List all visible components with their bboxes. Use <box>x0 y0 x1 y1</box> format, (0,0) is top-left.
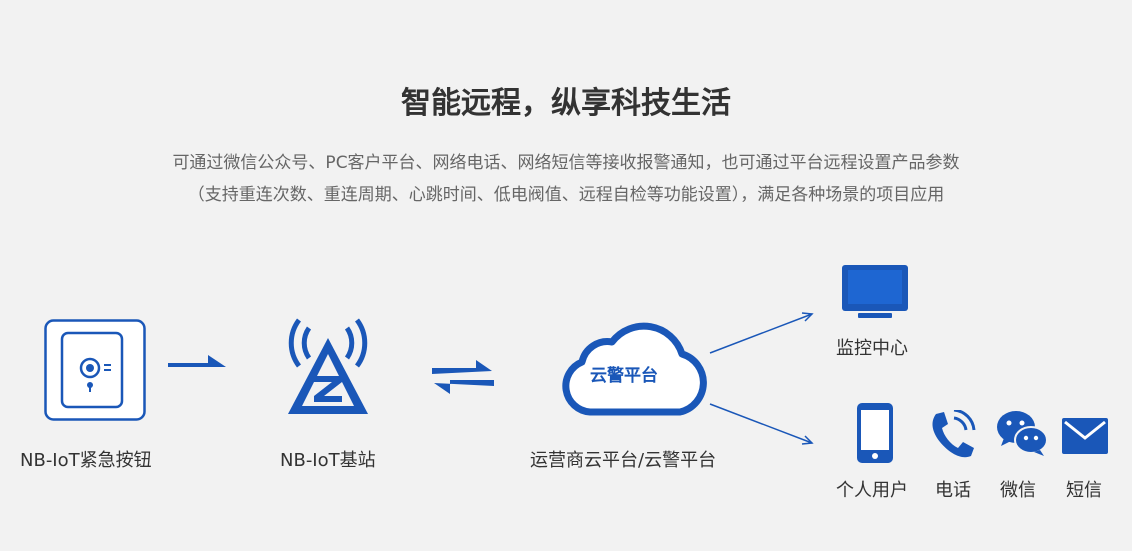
phone-label: 电话 <box>935 480 971 501</box>
page-title: 智能远程，纵享科技生活 <box>401 86 731 121</box>
wechat-icon <box>996 410 1048 456</box>
cloud-label: 运营商云平台/云警平台 <box>530 450 717 471</box>
user-label: 个人用户 <box>836 480 908 501</box>
monitor-icon <box>842 265 908 319</box>
cloud-platform-icon <box>560 312 708 418</box>
telephone-icon <box>928 410 976 460</box>
base-station-icon <box>284 314 372 416</box>
sms-label: 短信 <box>1066 480 1102 501</box>
arrow-right-icon <box>168 355 228 375</box>
mobile-phone-icon <box>857 403 893 463</box>
emergency-button-icon <box>44 319 146 421</box>
envelope-icon <box>1062 418 1108 454</box>
button-label: NB-IoT紧急按钮 <box>20 450 152 471</box>
description-line-1: 可通过微信公众号、PC客户平台、网络电话、网络短信等接收报警通知，也可通过平台远… <box>172 153 960 173</box>
bidirectional-arrow-icon <box>432 360 494 394</box>
connector-lines <box>708 310 818 450</box>
wechat-label: 微信 <box>1000 480 1036 501</box>
description-line-2: （支持重连次数、重连周期、心跳时间、低电阀值、远程自检等功能设置），满足各种场景… <box>187 185 945 205</box>
cloud-inner-label: 云警平台 <box>590 366 658 386</box>
monitor-label: 监控中心 <box>836 338 908 359</box>
station-label: NB-IoT基站 <box>280 450 376 471</box>
